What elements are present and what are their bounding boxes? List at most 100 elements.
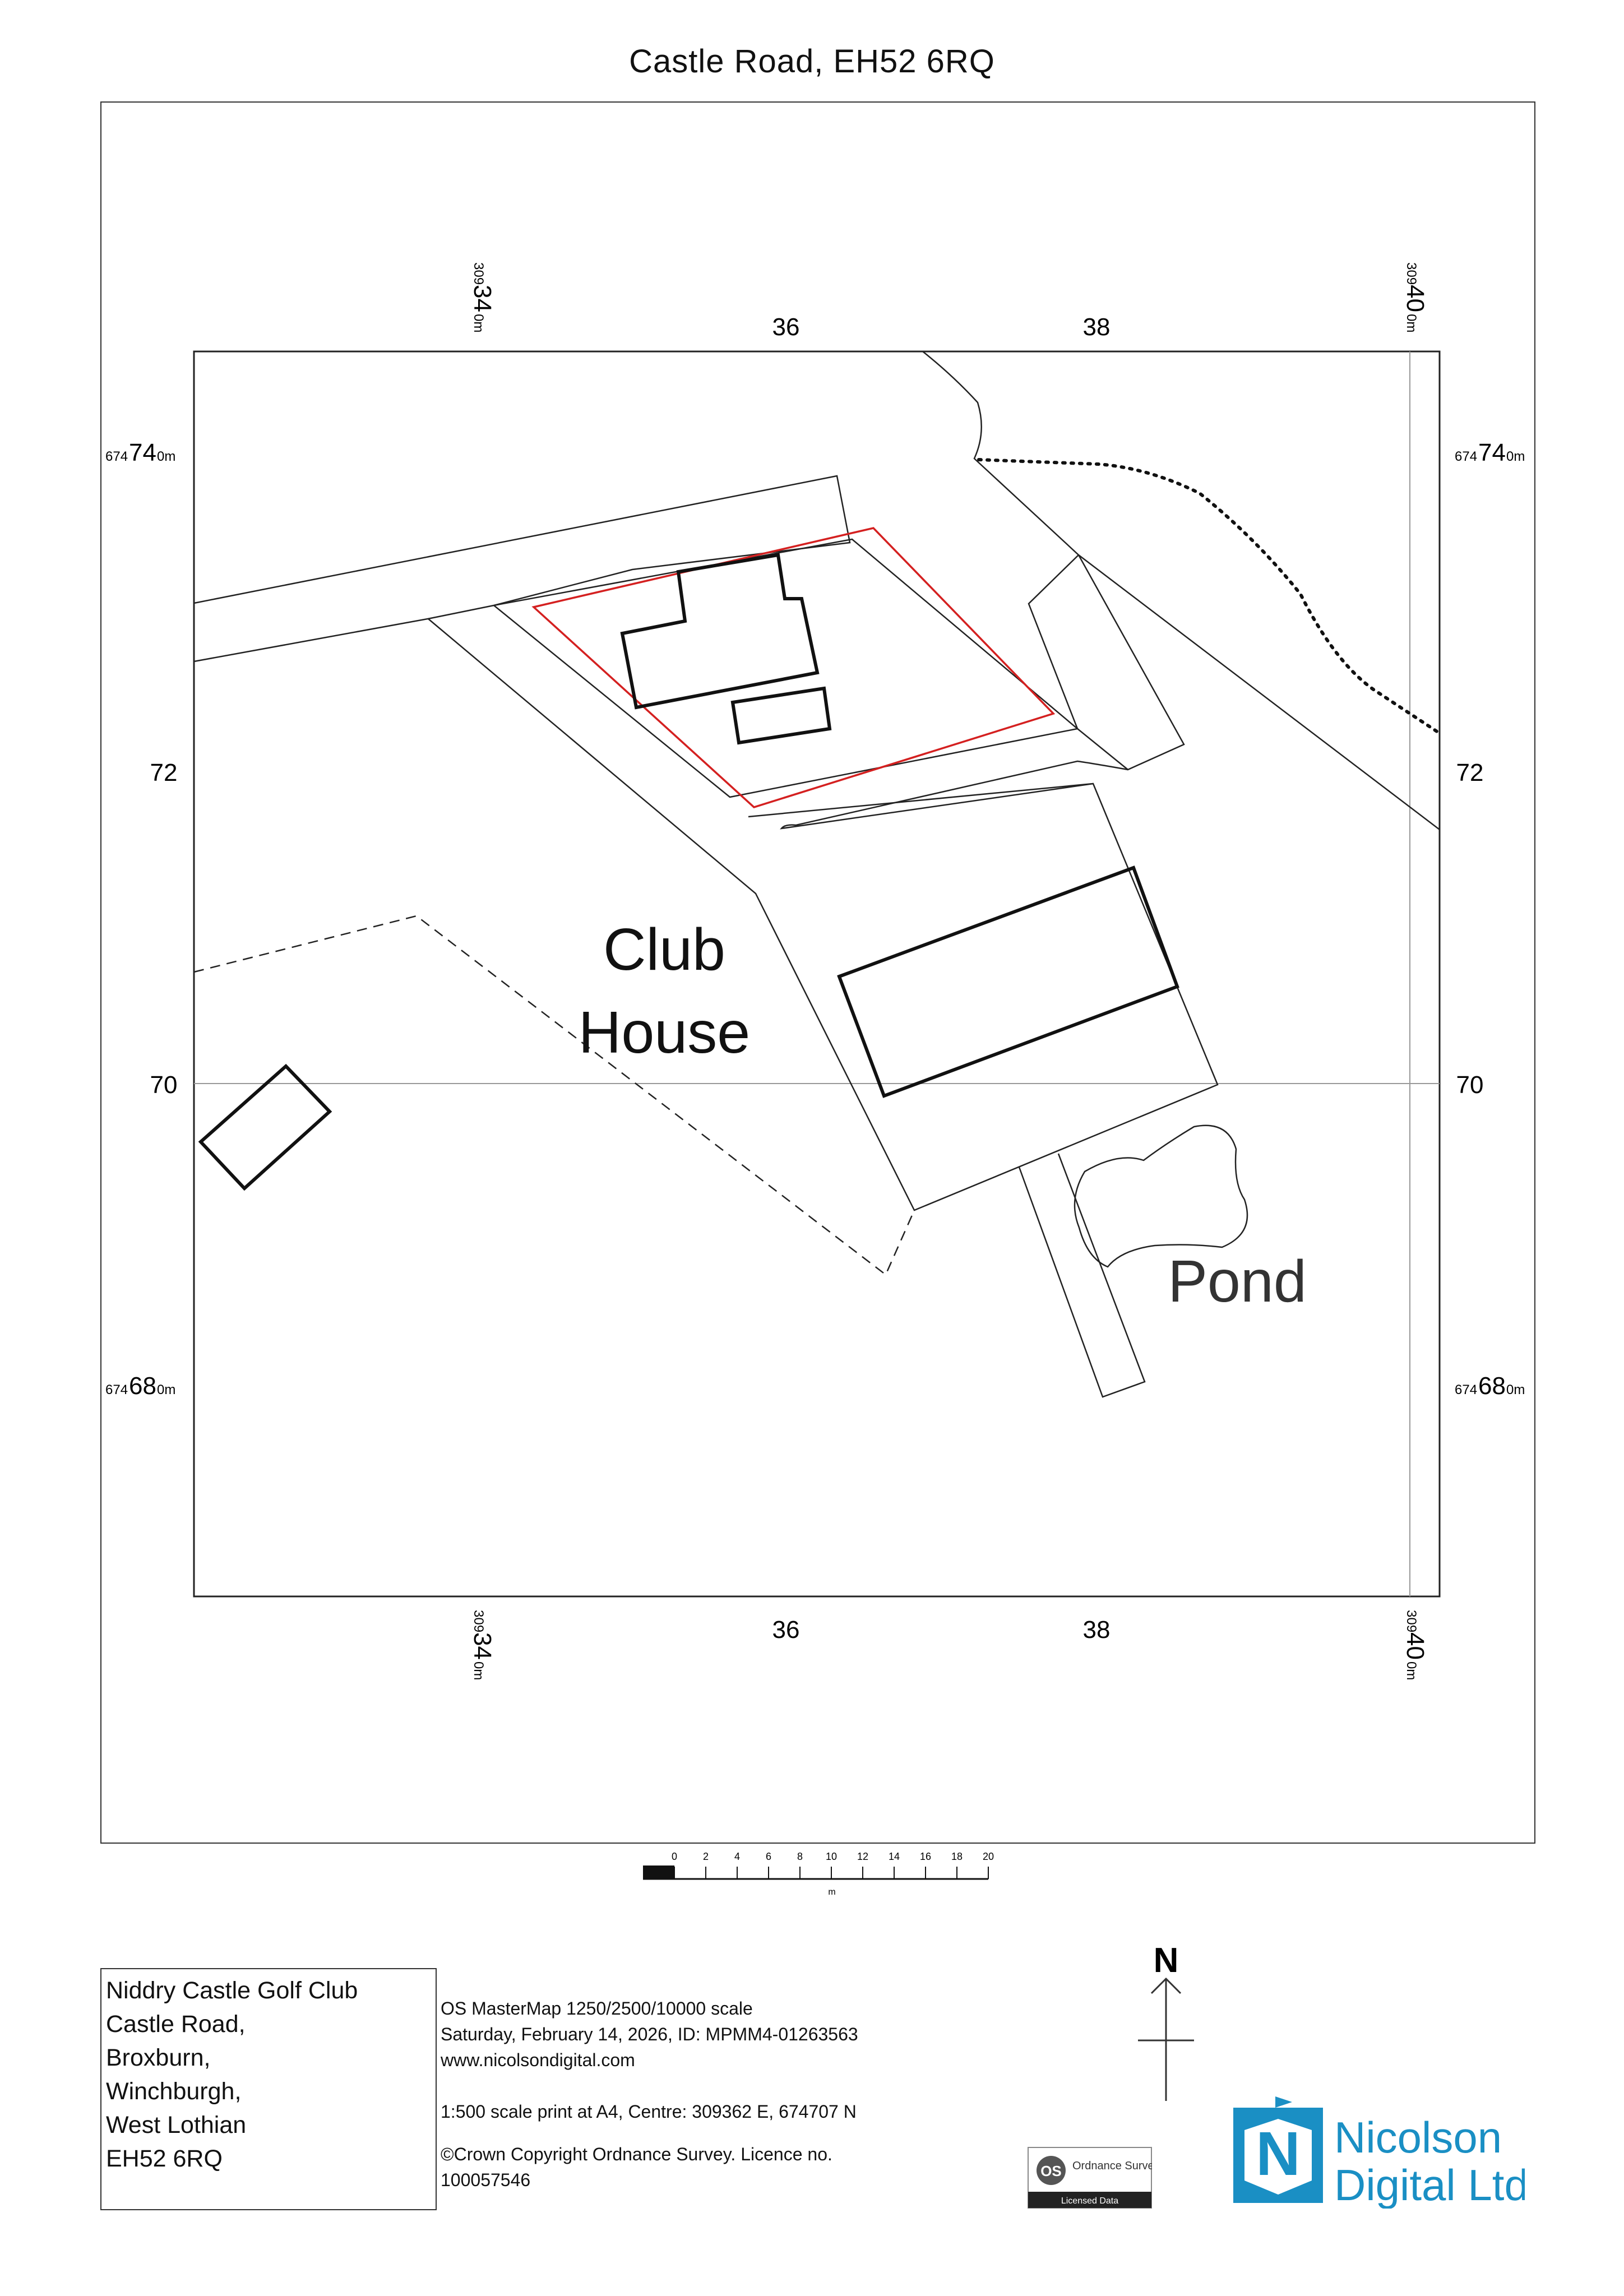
svg-text:68: 68 bbox=[129, 1372, 156, 1400]
svg-text:74: 74 bbox=[129, 439, 156, 466]
ordnance-survey-logo: OS Ordnance Survey Licensed Data bbox=[1028, 2147, 1152, 2209]
plot-edge bbox=[748, 783, 1094, 818]
scale-tick-label: 10 bbox=[826, 1851, 837, 1862]
address-line: EH52 6RQ bbox=[106, 2145, 223, 2172]
road-edge bbox=[193, 475, 851, 663]
inner-plot bbox=[493, 538, 1079, 798]
small-building bbox=[730, 686, 832, 745]
svg-text:40: 40 bbox=[1401, 1632, 1429, 1660]
svg-text:309: 309 bbox=[1404, 1610, 1419, 1632]
easting-36-top: 36 bbox=[772, 313, 800, 341]
northing-70-left: 70 bbox=[150, 1071, 178, 1099]
northing-68-left: 674 68 0m bbox=[105, 1372, 175, 1400]
info-scale: OS MasterMap 1250/2500/10000 scale bbox=[441, 1998, 753, 2019]
scale-tick-label: 16 bbox=[920, 1851, 931, 1862]
club-house-building bbox=[620, 553, 820, 710]
svg-text:0m: 0m bbox=[1506, 449, 1525, 464]
scale-bar: 0 2 4 6 8 10 12 14 16 18 20 m bbox=[643, 1851, 994, 1897]
svg-text:0m: 0m bbox=[471, 314, 486, 332]
scale-tick-label: 2 bbox=[703, 1851, 709, 1862]
info-copyright: ©Crown Copyright Ordnance Survey. Licenc… bbox=[441, 2144, 832, 2164]
nicolson-ship-icon: N bbox=[1233, 2096, 1323, 2203]
northing-74-right: 674 74 0m bbox=[1455, 439, 1525, 466]
svg-text:674: 674 bbox=[1455, 449, 1477, 464]
svg-text:0m: 0m bbox=[1404, 1661, 1419, 1680]
north-arrow: N bbox=[1138, 1941, 1194, 2101]
svg-text:0m: 0m bbox=[157, 449, 175, 464]
svg-text:74: 74 bbox=[1478, 439, 1506, 466]
easting-34-top: 309 34 0m bbox=[469, 262, 496, 332]
easting-38-bottom: 38 bbox=[1083, 1616, 1111, 1644]
scale-tick-label: 0 bbox=[672, 1851, 677, 1862]
pond-label: Pond bbox=[1168, 1248, 1307, 1314]
info-date: Saturday, February 14, 2026, ID: MPMM4-0… bbox=[441, 2024, 858, 2044]
svg-text:34: 34 bbox=[469, 1632, 496, 1660]
dashed-boundary bbox=[193, 915, 915, 1276]
easting-40-top: 309 40 0m bbox=[1401, 262, 1429, 332]
northing-74-left: 674 74 0m bbox=[105, 439, 175, 466]
svg-text:Licensed Data: Licensed Data bbox=[1061, 2196, 1118, 2206]
svg-text:0m: 0m bbox=[1404, 314, 1419, 332]
scale-tick-label: 8 bbox=[797, 1851, 803, 1862]
easting-40-bottom: 309 40 0m bbox=[1401, 1610, 1429, 1680]
svg-text:Nicolson: Nicolson bbox=[1334, 2113, 1502, 2162]
northing-68-right: 674 68 0m bbox=[1455, 1372, 1525, 1400]
svg-text:Ordnance Survey: Ordnance Survey bbox=[1072, 2160, 1152, 2172]
scale-tick-label: 4 bbox=[734, 1851, 740, 1862]
map-title: Castle Road, EH52 6RQ bbox=[629, 43, 995, 80]
svg-text:0m: 0m bbox=[1506, 1382, 1525, 1397]
address-line: West Lothian bbox=[106, 2112, 247, 2138]
svg-text:N: N bbox=[1256, 2119, 1300, 2188]
info-url[interactable]: www.nicolsondigital.com bbox=[441, 2050, 635, 2070]
map-extent bbox=[193, 350, 1441, 1598]
map-info: OS MasterMap 1250/2500/10000 scale Satur… bbox=[441, 1996, 858, 2193]
scale-tick-label: 14 bbox=[889, 1851, 900, 1862]
svg-text:0m: 0m bbox=[157, 1382, 175, 1397]
svg-text:674: 674 bbox=[105, 449, 128, 464]
easting-36-bottom: 36 bbox=[772, 1616, 800, 1644]
svg-text:OS: OS bbox=[1040, 2163, 1062, 2179]
northing-72-left: 72 bbox=[150, 759, 178, 786]
footpath bbox=[1018, 1153, 1146, 1398]
address-line: Niddry Castle Golf Club bbox=[106, 1977, 358, 2004]
info-licence: 100057546 bbox=[441, 2170, 531, 2190]
north-label: N bbox=[1154, 1941, 1179, 1980]
page-frame bbox=[100, 101, 1535, 1844]
left-building bbox=[198, 1063, 332, 1191]
svg-text:674: 674 bbox=[105, 1382, 128, 1397]
svg-text:309: 309 bbox=[1404, 262, 1419, 285]
svg-text:40: 40 bbox=[1401, 285, 1429, 312]
northing-70-right: 70 bbox=[1456, 1071, 1484, 1099]
svg-text:Digital Ltd: Digital Ltd bbox=[1334, 2160, 1525, 2209]
side-access bbox=[1028, 554, 1185, 771]
svg-text:309: 309 bbox=[471, 1610, 486, 1632]
club-label-line2: House bbox=[579, 999, 750, 1066]
info-centre: 1:500 scale print at A4, Centre: 309362 … bbox=[441, 2101, 857, 2122]
large-building bbox=[837, 865, 1179, 1098]
address-line: Castle Road, bbox=[106, 2011, 246, 2038]
scale-tick-label: 6 bbox=[766, 1851, 771, 1862]
site-boundary bbox=[531, 527, 1056, 808]
address-line: Broxburn, bbox=[106, 2044, 211, 2071]
club-label-line1: Club bbox=[603, 916, 725, 983]
svg-text:68: 68 bbox=[1478, 1372, 1506, 1400]
nicolson-digital-logo: N Nicolson Digital Ltd bbox=[1233, 2096, 1525, 2209]
address-box: Niddry Castle Golf Club Castle Road, Bro… bbox=[100, 1968, 437, 2210]
easting-34-bottom: 309 34 0m bbox=[469, 1610, 496, 1680]
pond-outline bbox=[1074, 1124, 1248, 1268]
svg-text:34: 34 bbox=[469, 285, 496, 312]
track-edge bbox=[922, 351, 1440, 830]
address-line: Winchburgh, bbox=[106, 2078, 242, 2105]
dotted-path bbox=[977, 458, 1441, 735]
scale-tick-label: 12 bbox=[857, 1851, 868, 1862]
easting-38-top: 38 bbox=[1083, 313, 1111, 341]
svg-text:674: 674 bbox=[1455, 1382, 1477, 1397]
northing-72-right: 72 bbox=[1456, 759, 1484, 786]
scale-tick-label: 20 bbox=[983, 1851, 994, 1862]
scale-unit: m bbox=[828, 1887, 835, 1897]
scale-tick-label: 18 bbox=[951, 1851, 963, 1862]
svg-text:0m: 0m bbox=[471, 1661, 486, 1680]
site-outline bbox=[428, 618, 1219, 1211]
svg-text:309: 309 bbox=[471, 262, 486, 285]
